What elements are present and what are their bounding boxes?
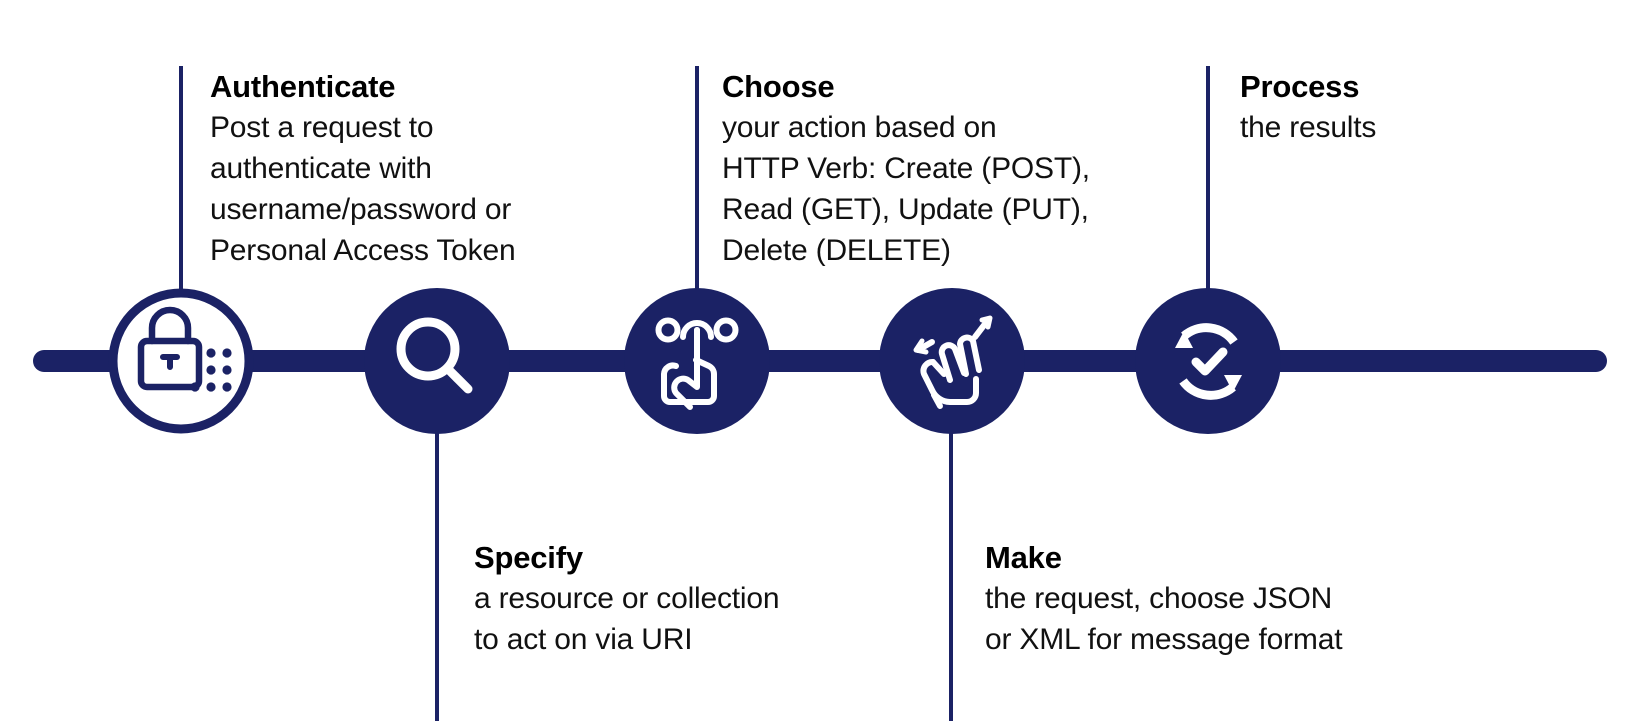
- callout-authenticate: Authenticate Post a request to authentic…: [210, 66, 516, 271]
- refresh-arrowheads-icon: [1175, 331, 1242, 392]
- callout-line: to act on via URI: [474, 623, 693, 656]
- callout-body: your action based on HTTP Verb: Create (…: [722, 107, 1090, 271]
- pointing-hand-select-icon: [655, 317, 739, 410]
- callout-specify: Specify a resource or collection to act …: [474, 537, 780, 660]
- keypad-dots-icon: [190, 348, 232, 392]
- callout-make: Make the request, choose JSON or XML for…: [985, 537, 1343, 660]
- callout-process: Process the results: [1240, 66, 1376, 148]
- callout-line: your action based on: [722, 111, 997, 144]
- callout-line: username/password or: [210, 193, 512, 226]
- step-node-choose[interactable]: [624, 288, 770, 434]
- step-node-process[interactable]: [1135, 288, 1281, 434]
- magnifier-icon: [396, 317, 473, 394]
- callout-line: the request, choose JSON: [985, 582, 1333, 615]
- step-node-authenticate[interactable]: [108, 288, 254, 434]
- callout-body: a resource or collection to act on via U…: [474, 578, 780, 660]
- callout-line: Personal Access Token: [210, 234, 516, 267]
- callout-title: Authenticate: [210, 69, 396, 104]
- callout-title: Make: [985, 540, 1062, 575]
- callout-title: Process: [1240, 69, 1360, 104]
- callout-title: Choose: [722, 69, 835, 104]
- callout-body: the request, choose JSON or XML for mess…: [985, 578, 1343, 660]
- callout-line: Post a request to: [210, 111, 434, 144]
- callout-line: authenticate with: [210, 152, 432, 185]
- refresh-check-icon: [1179, 323, 1238, 400]
- step-node-specify[interactable]: [364, 288, 510, 434]
- swipe-gesture-hand-icon: [913, 315, 993, 409]
- callout-line: or XML for message format: [985, 623, 1343, 656]
- lock-keypad-icon: [137, 306, 203, 391]
- callout-body: Post a request to authenticate with user…: [210, 107, 516, 271]
- callout-body: the results: [1240, 107, 1376, 148]
- callout-line: Read (GET), Update (PUT),: [722, 193, 1089, 226]
- step-node-make[interactable]: [879, 288, 1025, 434]
- callout-line: a resource or collection: [474, 582, 780, 615]
- callout-line: Delete (DELETE): [722, 234, 951, 267]
- callout-choose: Choose your action based on HTTP Verb: C…: [722, 66, 1090, 271]
- callout-title: Specify: [474, 540, 583, 575]
- callout-line: HTTP Verb: Create (POST),: [722, 152, 1090, 185]
- callout-line: the results: [1240, 111, 1377, 144]
